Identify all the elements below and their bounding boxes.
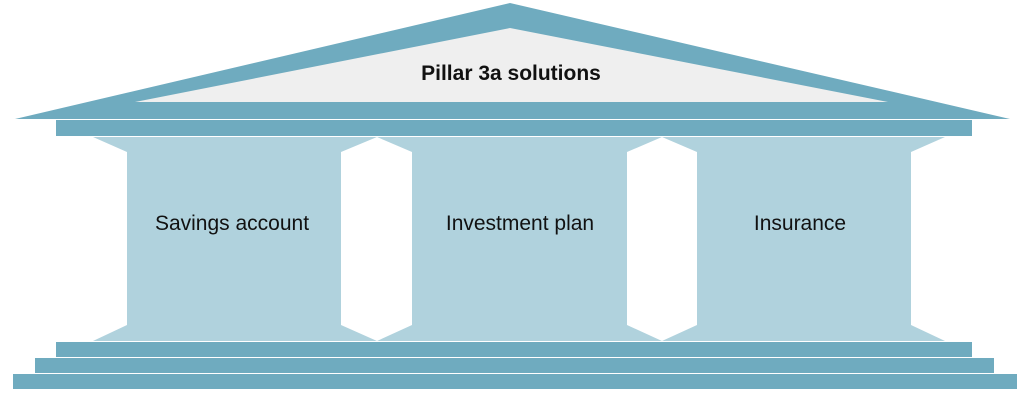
pillar-investment-plan-label: Investment plan	[446, 212, 594, 235]
pillar-investment-plan: Investment plan	[377, 137, 662, 341]
pillar-insurance-label: Insurance	[754, 212, 846, 235]
pillar-investment-plan-shape	[377, 137, 662, 341]
pillar-insurance: Insurance	[662, 137, 945, 341]
base-step-middle	[35, 358, 994, 373]
pillar-savings-account-label: Savings account	[155, 212, 309, 235]
roof-inner	[135, 28, 888, 102]
base-step-bottom	[13, 374, 1017, 389]
pillar-savings-account: Savings account	[93, 137, 377, 341]
pillar-savings-account-shape	[93, 137, 377, 341]
entablature-beam	[56, 120, 972, 136]
pillar-insurance-shape	[662, 137, 945, 341]
base-step-top	[56, 342, 972, 357]
roof-title: Pillar 3a solutions	[421, 62, 601, 85]
